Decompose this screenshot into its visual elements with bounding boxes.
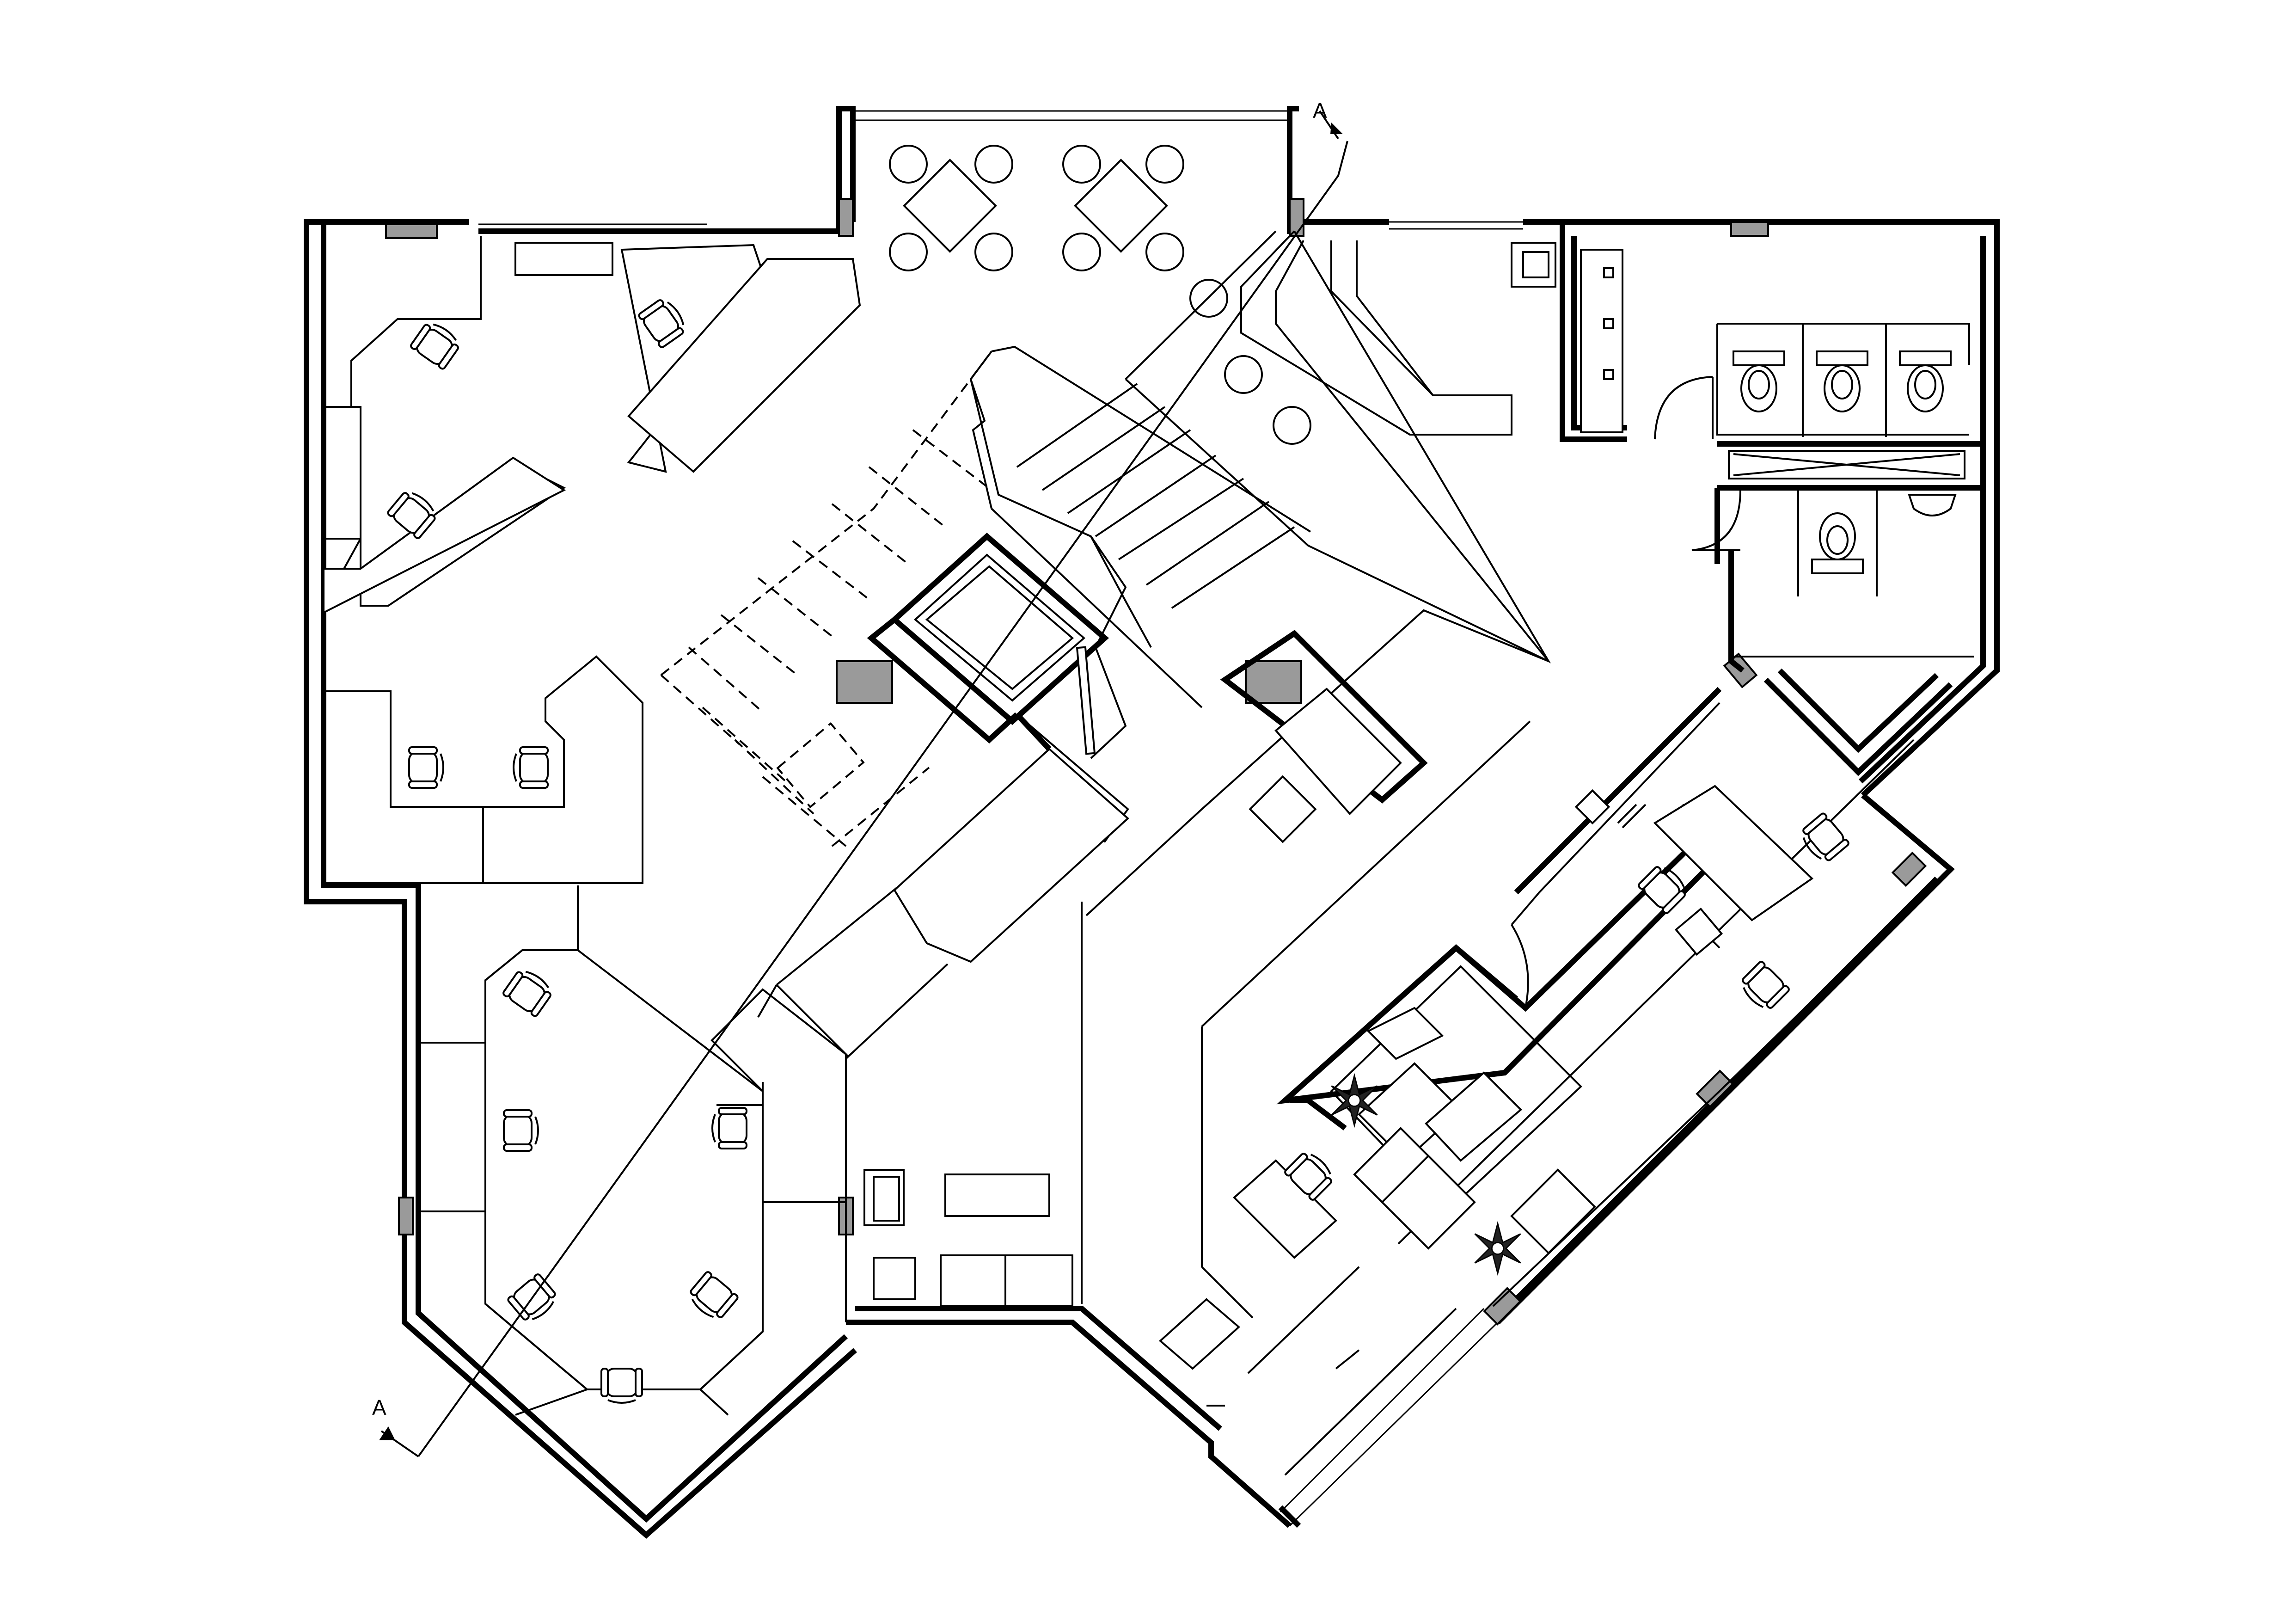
lobby (1158, 630, 1457, 1476)
elevator-shaft (867, 533, 1109, 755)
central-corridor (757, 609, 1549, 1304)
structural-columns (385, 198, 1927, 1326)
section-mark-top: A (1313, 98, 1327, 123)
bar-counter (1125, 230, 1551, 664)
lounge-seating (863, 1169, 1073, 1307)
restrooms (1511, 222, 1983, 776)
staircase (660, 345, 1311, 847)
meeting-room (1276, 687, 1915, 1307)
cafe-tables (889, 145, 1311, 445)
section-line: A A (372, 98, 1348, 1457)
section-mark-bottom: A (372, 1395, 386, 1419)
exterior-walls (304, 106, 2000, 1539)
